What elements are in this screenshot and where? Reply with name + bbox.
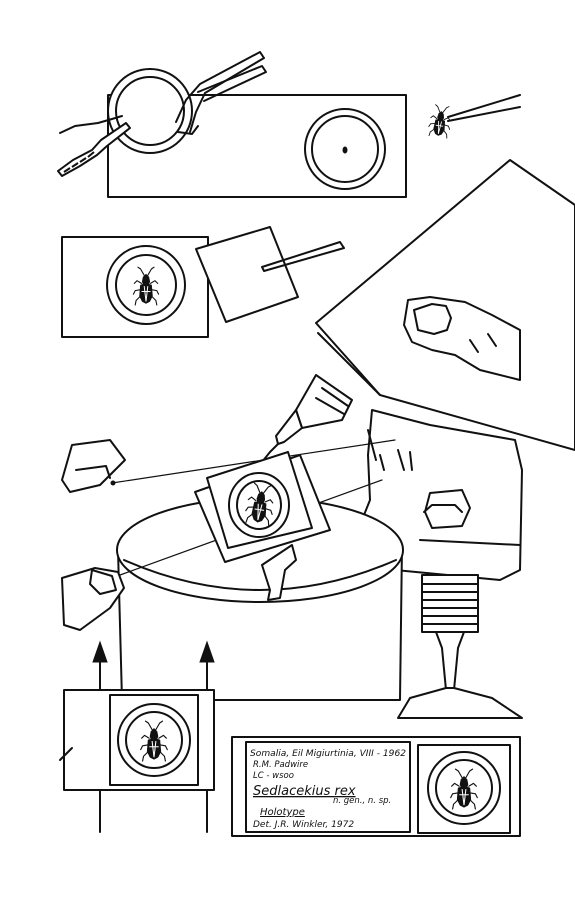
- needle-3a: [111, 439, 396, 484]
- ring-2: [106, 245, 186, 325]
- forceps-right: [175, 51, 265, 133]
- thumbnail-upper: [413, 303, 452, 335]
- step3-mounting: [61, 439, 404, 701]
- ring-final-inner: [435, 759, 493, 817]
- ring-3-inner: [236, 480, 282, 530]
- hand-left-lower: [61, 567, 125, 631]
- label-code: LC - wsoo: [253, 771, 294, 781]
- hand-left-upper: [61, 439, 126, 493]
- specimen-dot: [342, 146, 348, 154]
- ring-inner-on-slide: [311, 115, 379, 183]
- labelled-slide: Somalia, Eil Migiurtinia, VIII - 1962 R.…: [231, 736, 521, 837]
- ring-2-inner: [115, 254, 177, 316]
- dropper-nozzle: [435, 631, 465, 691]
- needle-1: [59, 115, 123, 134]
- forceps-left: [57, 122, 131, 177]
- step4-finished-slide: [59, 640, 215, 833]
- mountant-bottle: [258, 159, 575, 475]
- step1-ring-transfer: [57, 51, 407, 198]
- slide-2: [61, 236, 209, 338]
- specimen-label: [245, 741, 411, 833]
- fine-forceps: [447, 94, 521, 122]
- label-status: n. gen., n. sp.: [333, 796, 391, 806]
- insect-in-forceps: [427, 94, 521, 139]
- thumbnail-left: [89, 569, 117, 595]
- cover-glass: [195, 226, 299, 323]
- ring-outline-on-slide: [304, 108, 386, 190]
- dropper-base: [397, 687, 523, 719]
- label-locality: Somalia, Eil Migiurtinia, VIII - 1962: [250, 749, 406, 759]
- mountant-drip-3: [261, 544, 297, 601]
- dropper-collar: [421, 574, 479, 633]
- bottle-tip: [275, 409, 303, 445]
- step2-cover-glass: [61, 226, 345, 338]
- needle-2: [261, 241, 345, 272]
- ring-4-inner: [125, 711, 183, 769]
- thumbnail-lower: [424, 489, 471, 529]
- ring-4: [117, 703, 191, 777]
- label-collector: R.M. Padwire: [253, 760, 308, 770]
- label-species: Sedlacekius rex: [253, 784, 356, 799]
- hand-upper: [403, 296, 521, 381]
- ring-final: [427, 751, 501, 825]
- label-type: Holotype: [260, 807, 305, 818]
- label-determiner: Det. J.R. Winkler, 1972: [253, 820, 354, 830]
- lifted-ring: [107, 68, 193, 154]
- lifted-ring-inner: [115, 76, 185, 146]
